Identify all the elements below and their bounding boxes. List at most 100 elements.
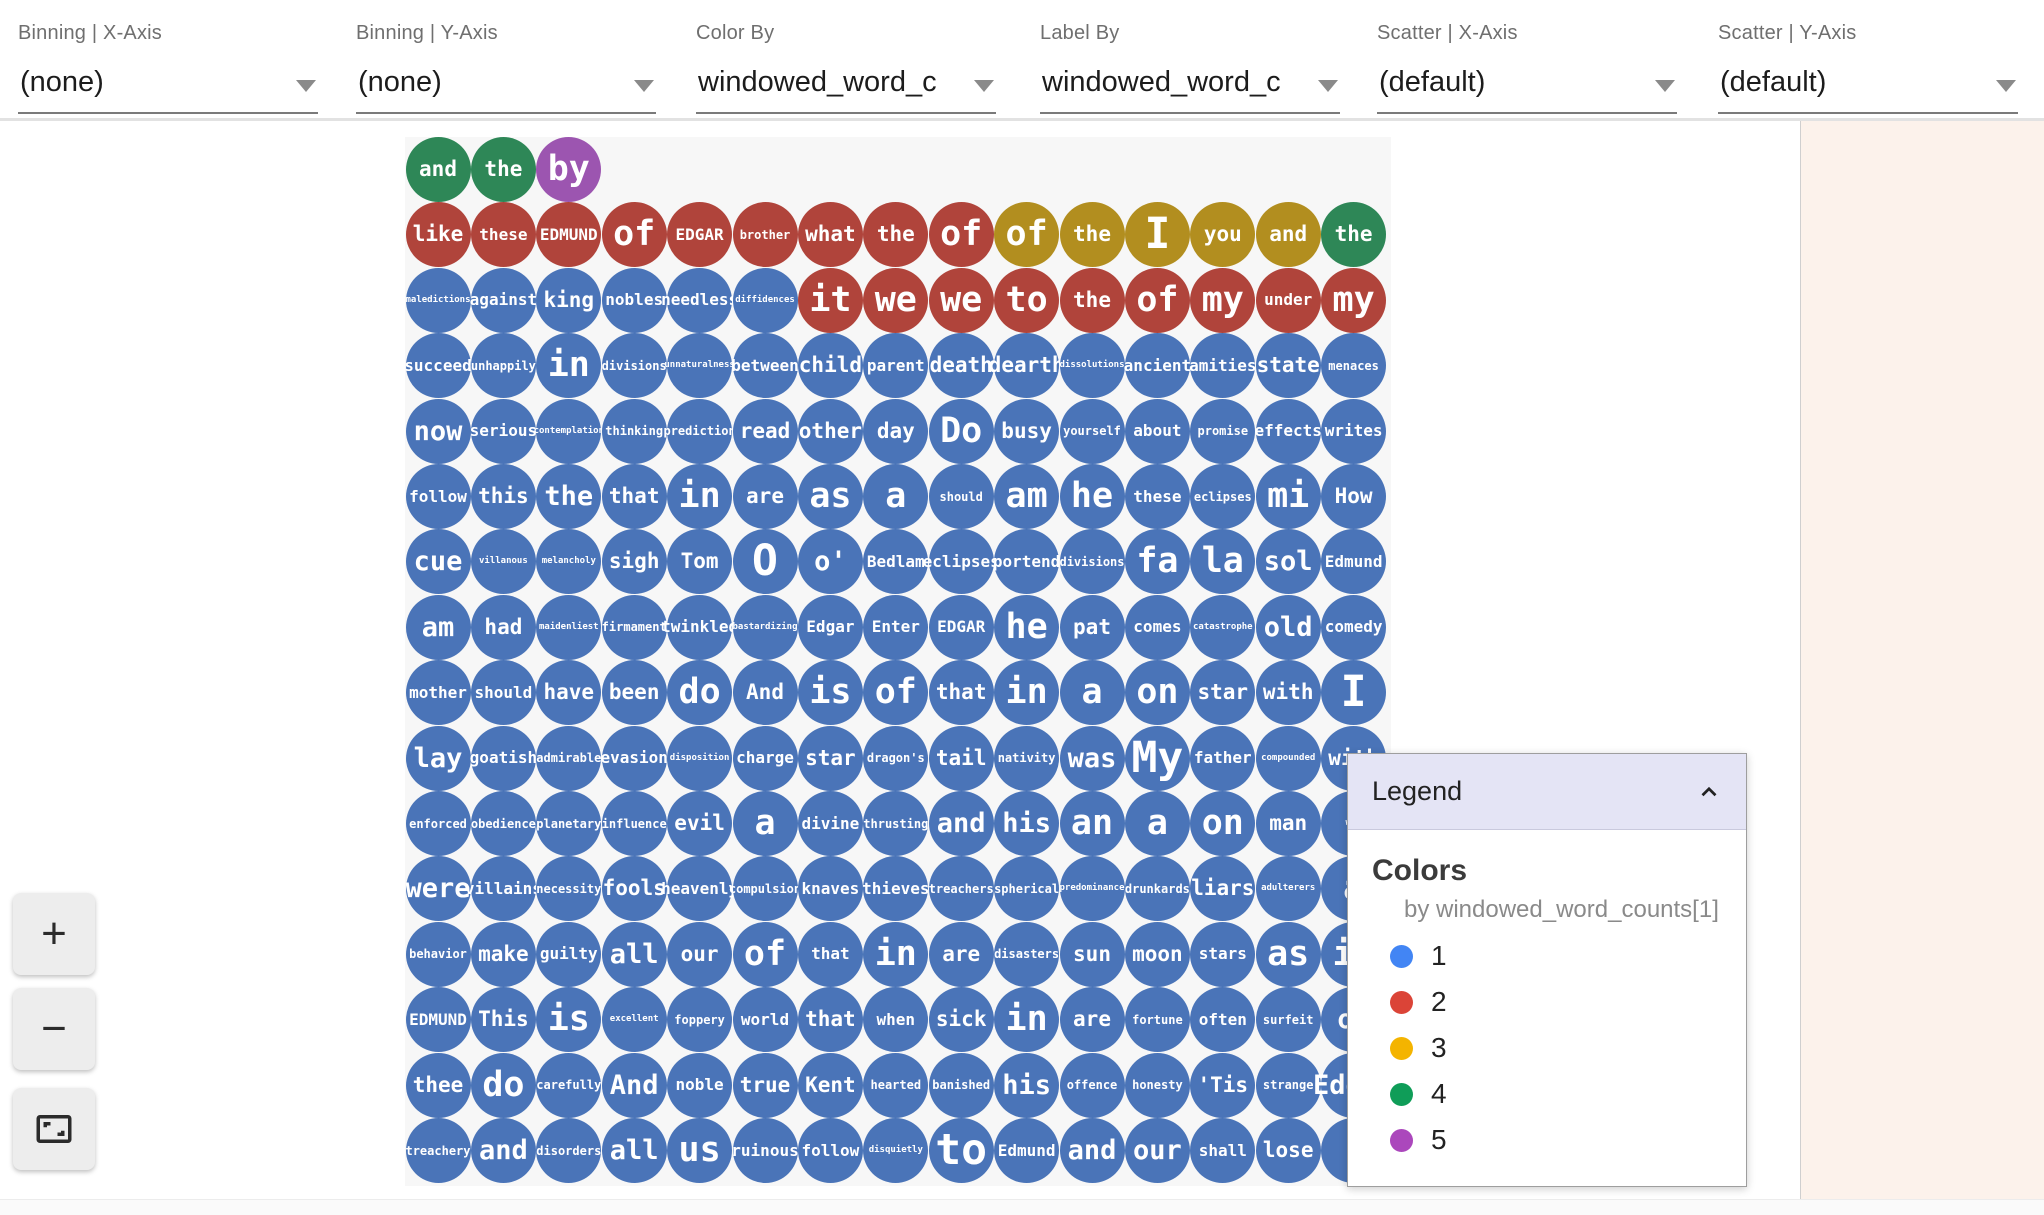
word-bubble[interactable]: evil [667,791,733,856]
word-bubble[interactable]: a [1124,791,1190,856]
word-bubble[interactable]: villains [465,856,542,922]
word-bubble[interactable]: liars [1190,856,1256,922]
word-bubble[interactable]: you [1190,202,1256,268]
dropdown-binning-x-axis[interactable]: Binning | X-Axis(none) [18,22,318,114]
word-bubble[interactable]: succeed [404,333,472,399]
word-bubble[interactable]: EDGAR [667,202,733,268]
word-bubble[interactable]: firmament [602,594,667,660]
word-bubble[interactable]: nobles [601,267,667,333]
word-bubble[interactable]: adulterers [1255,856,1321,922]
word-bubble[interactable]: obedience [471,791,536,856]
word-bubble[interactable]: is [797,660,863,726]
word-bubble[interactable]: spherical [994,856,1059,922]
word-bubble[interactable]: la [1190,529,1256,595]
dropdown-arrow-icon[interactable] [634,80,654,92]
word-bubble[interactable]: had [470,594,536,660]
word-bubble[interactable]: 'Tis [1190,1052,1256,1118]
word-bubble[interactable]: true [732,1052,798,1118]
word-bubble[interactable]: in [863,921,929,987]
word-bubble[interactable]: disasters [994,921,1059,987]
word-bubble[interactable]: disquietly [863,1118,929,1183]
word-bubble[interactable]: Bedlam [863,529,929,595]
word-bubble[interactable]: divisions [1059,529,1125,595]
word-bubble[interactable]: enforced [405,791,471,856]
fit-to-screen-button[interactable] [13,1088,95,1170]
dropdown-arrow-icon[interactable] [1996,80,2016,92]
legend-header[interactable]: Legend [1348,754,1746,830]
word-bubble[interactable]: fortune [1124,987,1190,1053]
word-bubble[interactable]: follow [797,1118,863,1183]
word-bubble[interactable]: unnaturalness [664,333,735,399]
word-bubble[interactable]: lose [1255,1118,1321,1183]
word-bubble[interactable]: Edmund [1321,529,1387,595]
word-bubble[interactable]: a [732,791,798,856]
word-bubble[interactable]: father [1190,725,1256,791]
word-bubble[interactable]: foppery [667,987,733,1053]
word-bubble[interactable]: and [1255,202,1321,268]
word-bubble[interactable]: under [1255,267,1321,333]
word-bubble[interactable]: make [470,921,536,987]
word-bubble[interactable]: treachers [929,856,994,922]
word-bubble[interactable]: the [863,202,929,268]
word-bubble[interactable]: How [1321,464,1387,529]
word-bubble[interactable]: often [1190,987,1256,1053]
dropdown-value-row[interactable]: (default) [1377,56,1677,114]
word-bubble[interactable]: My [1124,725,1190,791]
word-bubble[interactable]: in [994,987,1060,1053]
word-bubble[interactable]: are [928,921,994,987]
word-bubble[interactable]: offence [1059,1052,1125,1118]
word-bubble[interactable]: Edgar [797,594,863,660]
word-bubble[interactable]: by [536,137,602,202]
word-bubble[interactable]: divine [797,791,863,856]
word-bubble[interactable]: been [601,660,667,726]
word-bubble[interactable]: our [1124,1118,1190,1183]
word-bubble[interactable]: of [863,660,929,726]
word-bubble[interactable]: charge [732,725,798,791]
word-bubble[interactable]: compounded [1255,725,1321,791]
word-bubble[interactable]: other [797,398,863,464]
word-bubble[interactable]: and [405,137,471,202]
word-bubble[interactable]: eclipses [923,529,1000,595]
word-bubble[interactable]: he [1059,464,1125,529]
word-bubble[interactable]: Do [928,398,994,464]
word-bubble[interactable]: EDGAR [928,594,994,660]
word-bubble[interactable]: sol [1255,529,1321,595]
dropdown-value-row[interactable]: (none) [356,56,656,114]
word-bubble[interactable]: thieves [862,856,930,922]
word-bubble[interactable]: surfeit [1255,987,1321,1053]
word-bubble[interactable]: EDMUND [536,202,602,268]
word-bubble[interactable]: these [1124,464,1190,529]
word-bubble[interactable]: And [732,660,798,726]
word-bubble[interactable]: this [470,464,536,529]
word-bubble[interactable]: effects [1254,398,1322,464]
word-bubble[interactable]: to [928,1118,994,1183]
word-bubble[interactable]: to [994,267,1060,333]
word-bubble[interactable]: predominance [1059,856,1125,922]
word-bubble[interactable]: comes [1124,594,1190,660]
word-bubble[interactable]: admirable [536,725,601,791]
word-bubble[interactable]: the [1059,267,1125,333]
word-bubble[interactable]: between [731,333,799,399]
word-bubble[interactable]: twinkled [661,594,738,660]
word-bubble[interactable]: day [863,398,929,464]
word-bubble[interactable]: needless [661,267,738,333]
word-bubble[interactable]: am [994,464,1060,529]
zoom-out-button[interactable]: − [13,988,95,1070]
word-bubble[interactable]: ancient [1124,333,1191,399]
word-bubble[interactable]: and [928,791,994,856]
word-bubble[interactable]: disorders [536,1118,601,1183]
word-bubble[interactable]: the [470,137,536,202]
word-bubble[interactable]: king [536,267,602,333]
word-bubble[interactable]: star [797,725,863,791]
word-bubble[interactable]: sun [1059,921,1125,987]
word-bubble[interactable]: my [1321,267,1387,333]
word-bubble[interactable]: yourself [1059,398,1125,464]
dropdown-arrow-icon[interactable] [1655,80,1675,92]
word-bubble[interactable]: I [1124,202,1190,268]
word-bubble[interactable]: lay [405,725,471,791]
word-bubble[interactable]: Tom [667,529,733,595]
word-bubble[interactable]: is [536,987,602,1053]
word-bubble[interactable]: influence [602,791,667,856]
word-bubble[interactable]: that [928,660,994,726]
